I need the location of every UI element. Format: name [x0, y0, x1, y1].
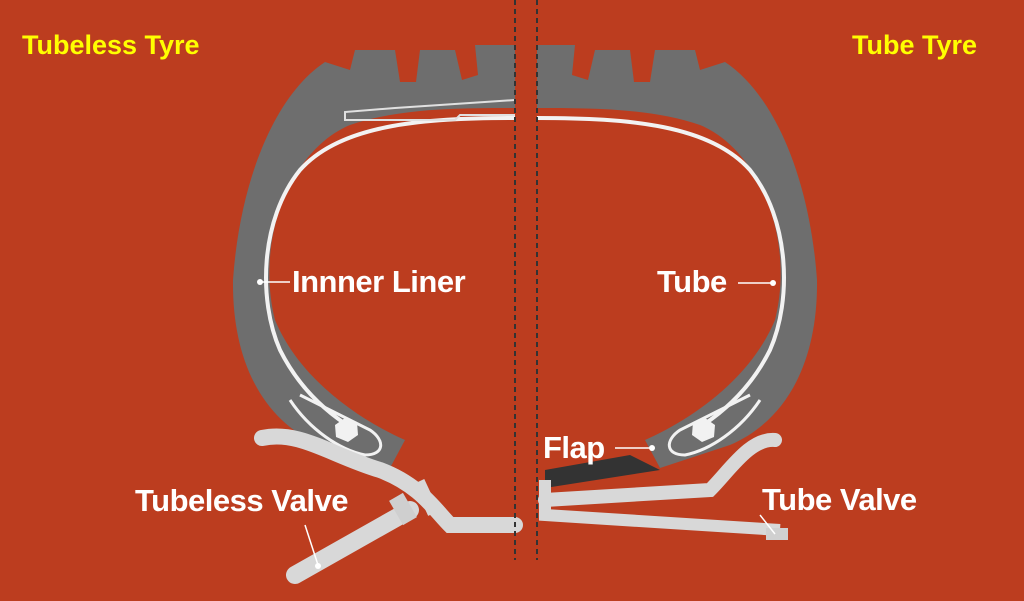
tube-valve-label: Tube Valve — [762, 482, 917, 517]
tubeless-tyre-half — [232, 45, 523, 584]
inner-liner-label: Innner Liner — [292, 264, 466, 299]
tubeless-valve-label: Tubeless Valve — [135, 483, 349, 518]
flap-label: Flap — [543, 430, 605, 465]
tube-label: Tube — [657, 264, 727, 299]
tube-tyre-half — [536, 45, 818, 540]
tube-tyre-title: Tube Tyre — [852, 30, 978, 60]
tubeless-tyre-title: Tubeless Tyre — [22, 30, 200, 60]
